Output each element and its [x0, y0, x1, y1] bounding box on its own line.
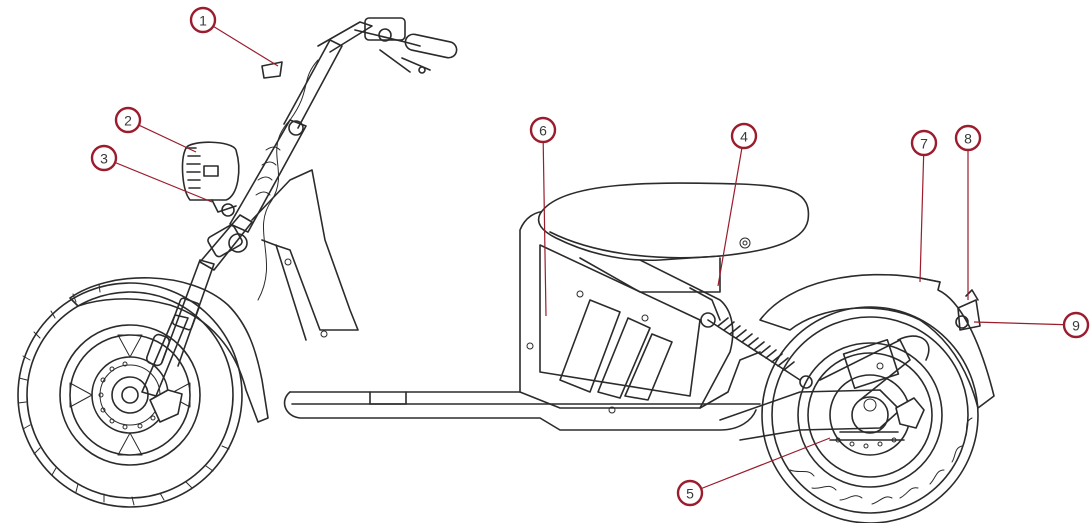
frame — [251, 169, 761, 431]
callout-leader-9 — [973, 321, 1077, 326]
callout-number-2: 2 — [124, 113, 132, 129]
callout-number-6: 6 — [539, 123, 547, 139]
handlebar — [317, 17, 458, 74]
callout-number-1: 1 — [199, 13, 207, 29]
mirror-stalk — [261, 61, 283, 79]
front-wheel — [17, 282, 243, 508]
callout-marker-7 — [910, 129, 938, 157]
callout-leader-6 — [542, 129, 547, 317]
callout-leader-1 — [202, 19, 279, 67]
callout-marker-3 — [90, 144, 118, 172]
swingarm — [719, 335, 930, 441]
callout-number-8: 8 — [964, 131, 972, 147]
rear-shock-absorber — [700, 312, 813, 389]
front-fork — [141, 259, 215, 397]
callout-marker-1 — [189, 6, 217, 34]
front-fender — [69, 277, 269, 423]
callout-number-3: 3 — [100, 151, 108, 167]
callout-leader-4 — [717, 135, 745, 287]
callout-marker-8 — [954, 124, 982, 152]
callout-number-4: 4 — [740, 129, 748, 145]
callout-marker-5 — [676, 479, 704, 507]
headlight — [181, 141, 240, 213]
callout-marker-2 — [114, 106, 142, 134]
callout-number-7: 7 — [920, 136, 928, 152]
callout-marker-4 — [730, 122, 758, 150]
callout-leader-7 — [919, 142, 925, 283]
callout-leader-3 — [103, 157, 213, 203]
callout-leader-5 — [689, 437, 831, 494]
callout-number-9: 9 — [1072, 318, 1080, 334]
callout-marker-6 — [529, 116, 557, 144]
rear-fender — [759, 273, 995, 409]
callout-marker-9 — [1062, 311, 1090, 339]
rear-wheel — [761, 306, 979, 523]
seat — [537, 182, 810, 321]
callout-number-5: 5 — [686, 486, 694, 502]
